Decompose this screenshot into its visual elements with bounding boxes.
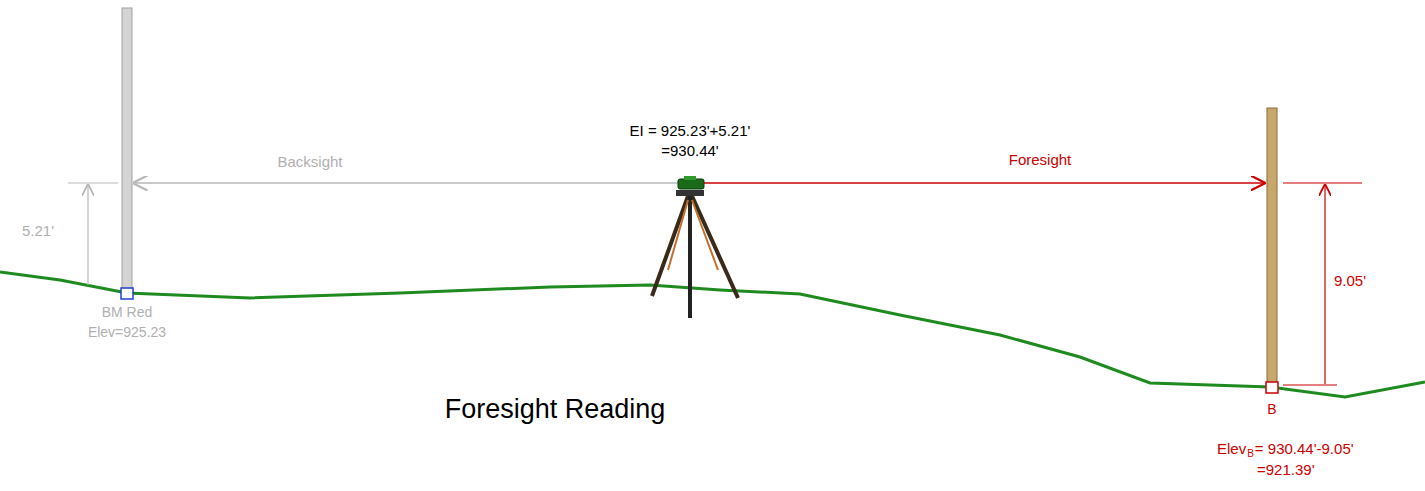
benchmark-point (121, 288, 133, 299)
dimension-tick (68, 183, 118, 184)
dimension-tick (1283, 385, 1337, 386)
elevation-label: = 930.44'-9.05' (1255, 440, 1354, 457)
foresight-line (700, 182, 1264, 184)
dimension-label: 9.05' (1334, 272, 1366, 289)
elevation-label: Elev=925.23 (88, 324, 166, 340)
target-point (1266, 382, 1278, 393)
dimension-label: 5.21' (22, 222, 54, 239)
equation-text: =930.44' (661, 142, 719, 159)
point-name: BM Red (102, 304, 153, 320)
equation-text: EI = 925.23'+5.21' (630, 122, 751, 139)
level-rod (1267, 108, 1277, 385)
backsight-line (134, 182, 680, 184)
dimension-line (1324, 185, 1325, 384)
ground-line (0, 272, 1425, 397)
line-label: Backsight (277, 153, 342, 170)
level-instrument (652, 176, 738, 318)
point-name: B (1267, 401, 1276, 417)
line-label: Foresight (1009, 151, 1072, 168)
diagram-title: Foresight Reading (445, 394, 666, 425)
dimension-line (87, 185, 88, 285)
elevation-label: Elev (1217, 440, 1246, 457)
subscript: B (1247, 448, 1254, 460)
elevation-label: =921.39' (1257, 461, 1315, 478)
level-rod (122, 8, 132, 293)
dimension-tick (1283, 183, 1362, 184)
